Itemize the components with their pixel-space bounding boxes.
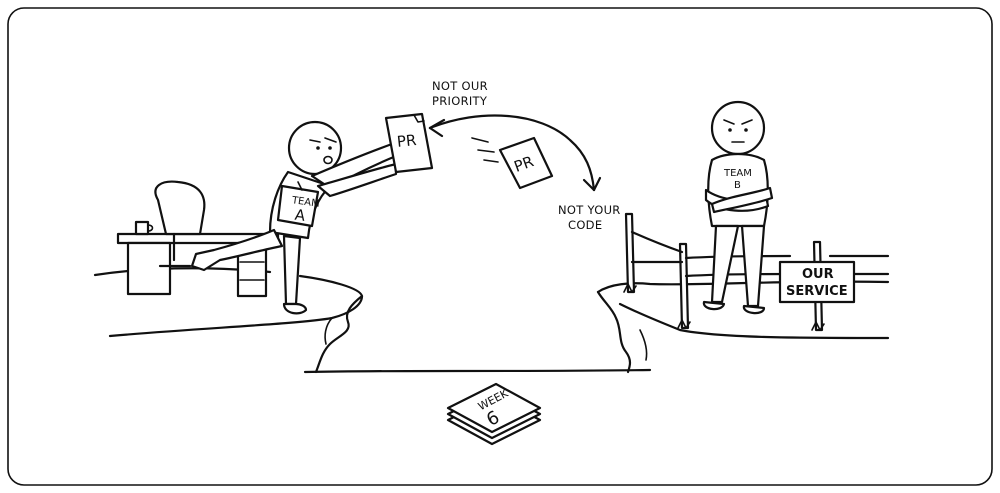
- team-b-person: TEAM B: [702, 100, 774, 315]
- office-chair: [154, 180, 206, 268]
- caption-not-our: NOT OUR: [432, 79, 488, 93]
- team-b-badge-line1: TEAM: [723, 168, 752, 179]
- team-a-badge: TEAM A: [276, 181, 320, 228]
- caption-not-your: NOT YOUR: [558, 203, 621, 217]
- toss-arrow: [428, 114, 602, 192]
- team-a-badge-line1: TEAM: [290, 195, 320, 210]
- caption-priority: PRIORITY: [432, 94, 488, 108]
- sign-line2: SERVICE: [786, 284, 848, 299]
- held-pr-label: PR: [396, 131, 417, 151]
- held-pr-document: PR: [384, 112, 434, 174]
- sign-line1: OUR: [802, 267, 834, 282]
- team-b-badge-line2: B: [734, 180, 741, 191]
- caption-code: CODE: [568, 218, 602, 232]
- flying-pr-label: PR: [512, 152, 536, 176]
- chasm-floor: [303, 368, 652, 374]
- team-a-badge-line2: A: [294, 206, 307, 225]
- panel-frame: [7, 7, 993, 486]
- week-calendar: WEEK 6: [446, 382, 542, 446]
- flying-pr-document: PR: [471, 136, 554, 190]
- our-service-sign: OUR SERVICE: [778, 240, 856, 332]
